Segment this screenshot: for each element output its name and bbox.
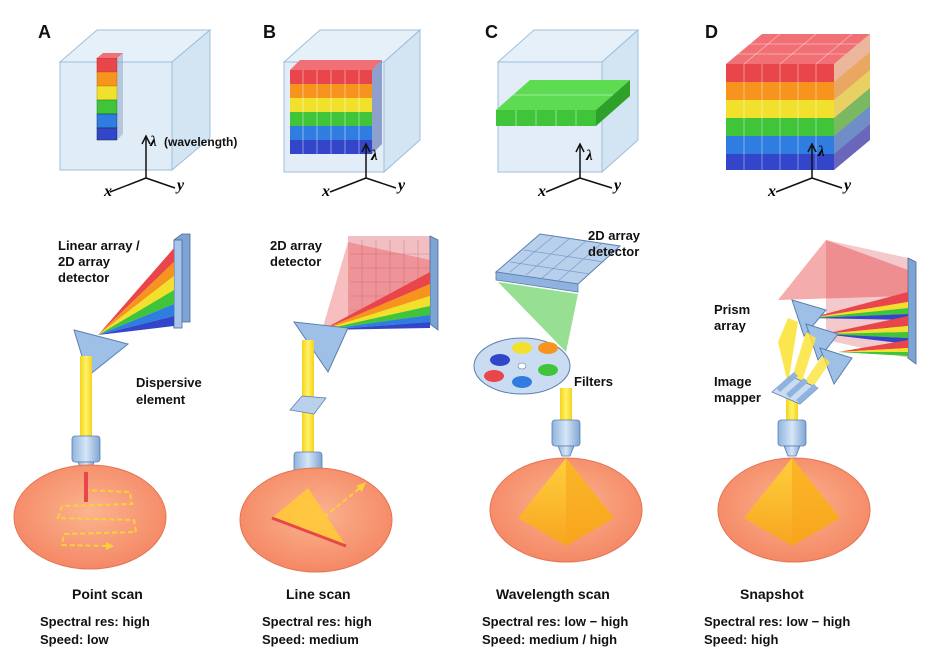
spectral-fan	[322, 242, 430, 330]
line-illumination	[272, 488, 346, 546]
panel-b: B λ x y	[239, 22, 439, 647]
lambda-label: λ	[585, 148, 593, 164]
panel-letter: B	[263, 22, 276, 42]
method-title: Line scan	[286, 586, 351, 602]
light-beam	[560, 388, 572, 422]
method-title: Wavelength scan	[496, 586, 610, 602]
component-labels: 2D array detector Filters	[574, 228, 641, 389]
panel-letter: A	[38, 22, 51, 42]
label-2d-array: 2D array	[588, 228, 641, 243]
x-axis-label: x	[767, 183, 776, 200]
prism-array	[791, 299, 853, 386]
slit	[289, 395, 327, 415]
data-cube	[58, 28, 212, 172]
spectral-resolution: Spectral res: low − high	[704, 614, 850, 629]
axes	[109, 134, 176, 193]
lambda-label: λ	[149, 134, 157, 150]
label-detector: detector	[588, 244, 639, 259]
spectral-resolution: Spectral res: high	[262, 614, 372, 629]
label-array: array	[714, 318, 747, 333]
label-dispersive: Dispersive	[136, 375, 202, 390]
light-beams	[778, 318, 830, 422]
axes	[545, 142, 613, 193]
label-filters: Filters	[574, 374, 613, 389]
panel-letter: D	[705, 22, 718, 42]
axes	[775, 142, 843, 193]
x-axis-label: x	[321, 183, 330, 200]
label-linear-array: Linear array /	[58, 238, 140, 253]
label-2d-array: 2D array	[58, 254, 111, 269]
data-cube	[726, 33, 870, 170]
lambda-label: λ	[370, 148, 378, 164]
panel-d: D	[704, 22, 917, 647]
panel-a: A λ (wavelength)	[13, 22, 237, 647]
image-mapper	[771, 372, 819, 405]
spectral-fan	[98, 248, 174, 335]
label-prism: Prism	[714, 302, 750, 317]
linear-detector	[173, 233, 191, 329]
spectral-resolution: Spectral res: high	[40, 614, 150, 629]
label-detector: detector	[58, 270, 109, 285]
y-axis-label: y	[175, 177, 185, 194]
speed: Speed: high	[704, 632, 778, 647]
label-detector: detector	[270, 254, 321, 269]
scan-direction	[317, 487, 361, 523]
panel-letter: C	[485, 22, 498, 42]
data-cube	[496, 28, 640, 174]
objective-lens	[551, 419, 581, 457]
wavelength-label: (wavelength)	[164, 135, 237, 149]
green-light-cone	[498, 282, 578, 352]
panel-c: C λ x y	[473, 22, 643, 647]
component-labels: Linear array / 2D array detector Dispers…	[58, 238, 202, 407]
objective-lens	[777, 419, 807, 457]
x-axis-label: x	[103, 183, 112, 200]
speed: Speed: low	[40, 632, 110, 647]
y-axis-label: y	[842, 177, 852, 194]
voxel-column	[96, 53, 123, 141]
data-cube	[282, 28, 422, 174]
speed: Speed: medium / high	[482, 632, 617, 647]
label-element: element	[136, 392, 186, 407]
label-2d-array: 2D array	[270, 238, 323, 253]
label-mapper: mapper	[714, 390, 761, 405]
spectral-fans	[778, 240, 908, 356]
method-title: Point scan	[72, 586, 143, 602]
component-labels: Prism array Image mapper	[714, 302, 761, 405]
light-beam	[80, 356, 92, 438]
raster-scan-path	[56, 489, 138, 547]
method-title: Snapshot	[740, 586, 804, 602]
area-detector	[494, 233, 622, 293]
label-image: Image	[714, 374, 752, 389]
speed: Speed: medium	[262, 632, 359, 647]
filter-wheel	[473, 337, 571, 395]
sample-disk	[13, 464, 167, 570]
spectral-resolution: Spectral res: low − high	[482, 614, 628, 629]
lambda-label: λ	[817, 144, 825, 160]
y-axis-label: y	[396, 177, 406, 194]
component-labels: 2D array detector	[270, 238, 323, 269]
axes	[329, 142, 397, 193]
y-axis-label: y	[612, 177, 622, 194]
x-axis-label: x	[537, 183, 546, 200]
